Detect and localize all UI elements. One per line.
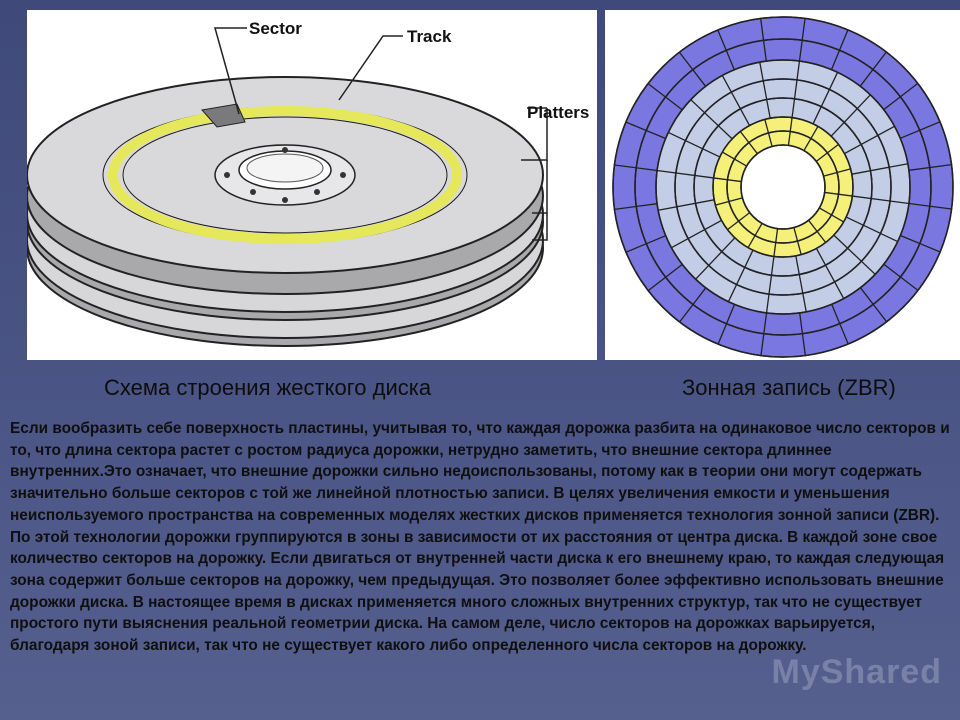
middle-zone-sector-line	[695, 237, 736, 280]
track-label: Track	[407, 27, 452, 46]
hdd-platters-illustration: Sector Track Platters	[26, 19, 589, 347]
middle-zone-sector-line	[671, 219, 722, 249]
middle-zone-sector-line	[690, 99, 733, 140]
middle-zone-sector-line	[765, 256, 775, 314]
track-boundary	[740, 144, 826, 230]
middle-zone-sector-line	[759, 62, 771, 119]
track-boundary	[655, 59, 911, 315]
track-boundary	[674, 78, 892, 296]
track-boundary	[726, 130, 840, 244]
middle-zone-sector-line	[830, 94, 871, 137]
zbr-disk-illustration	[612, 16, 954, 358]
track-boundary	[712, 116, 854, 258]
track-boundary	[634, 38, 932, 336]
track-ring	[108, 106, 462, 244]
middle-zone-sector-line	[845, 216, 898, 243]
middle-zone-sector-line	[833, 234, 876, 275]
track-boundary	[693, 97, 873, 277]
body-paragraph: Если вообразить себе поверхность пластин…	[10, 420, 950, 655]
sector-label: Sector	[249, 19, 302, 38]
platters-label: Platters	[527, 103, 589, 122]
middle-zone-sector-line	[844, 125, 895, 155]
sector-highlight	[201, 103, 246, 128]
zbr-figure	[605, 10, 960, 360]
track-leader-line	[338, 35, 403, 101]
hdd-structure-figure: Sector Track Platters	[26, 10, 597, 360]
middle-zone-sector-line	[721, 75, 751, 126]
sector-leader-line	[214, 27, 247, 115]
watermark-logo: MyShared	[771, 653, 942, 691]
track-boundary	[612, 16, 954, 358]
middle-zone-sector-line	[795, 255, 807, 312]
middle-zone-sector-line	[852, 195, 910, 205]
middle-zone-sector-line	[851, 163, 908, 175]
caption-zbr: Зонная запись (ZBR)	[682, 375, 896, 400]
middle-zone-sector-line	[727, 249, 754, 302]
middle-zone-sector-line	[656, 169, 714, 179]
middle-zone-sector-line	[791, 60, 801, 118]
middle-zone-sector-line	[812, 72, 839, 125]
middle-zone-sector-line	[668, 131, 721, 158]
middle-zone-sector-line	[658, 199, 715, 211]
middle-zone-sector-line	[815, 248, 845, 299]
caption-hdd-structure: Схема строения жесткого диска	[104, 375, 432, 400]
